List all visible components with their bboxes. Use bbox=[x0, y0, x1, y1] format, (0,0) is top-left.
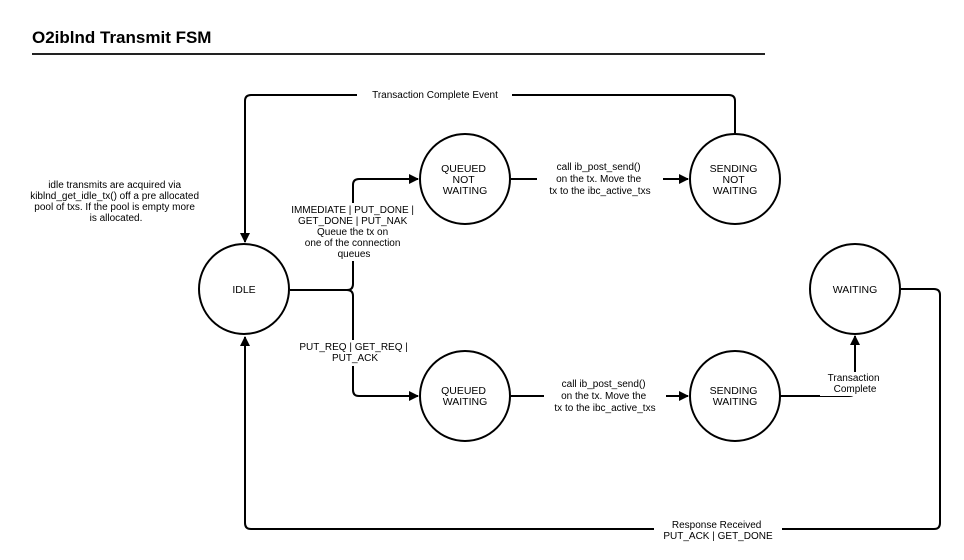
state-queued-not-waiting: QUEUED NOT WAITING bbox=[419, 133, 511, 225]
state-idle: IDLE bbox=[198, 243, 290, 335]
state-circle bbox=[419, 350, 511, 442]
label-bg bbox=[544, 376, 666, 416]
label-transaction-complete: Transaction Complete bbox=[828, 373, 883, 395]
label-idle-note: idle transmits are acquired via kiblnd_g… bbox=[30, 180, 202, 224]
state-label: SENDING NOT WAITING bbox=[710, 163, 761, 197]
label-bg bbox=[820, 372, 890, 396]
label-post-send-top: call ib_post_send() on the tx. Move the … bbox=[549, 162, 650, 197]
label-post-send-bottom: call ib_post_send() on the tx. Move the … bbox=[554, 379, 655, 414]
state-circle bbox=[809, 243, 901, 335]
edge-response-received bbox=[240, 288, 941, 530]
diagram-title: O2iblnd Transmit FSM bbox=[32, 28, 212, 47]
title-underline bbox=[32, 53, 765, 55]
state-circle bbox=[689, 350, 781, 442]
label-bg bbox=[283, 203, 425, 261]
label-bg bbox=[292, 340, 418, 366]
label-bg bbox=[654, 519, 782, 541]
label-transaction-complete-event: Transaction Complete Event bbox=[372, 90, 498, 101]
label-put-req-get-req: PUT_REQ | GET_REQ | PUT_ACK bbox=[299, 342, 410, 364]
state-circle bbox=[198, 243, 290, 335]
state-sending-not-waiting: SENDING NOT WAITING bbox=[689, 133, 781, 225]
state-label: WAITING bbox=[833, 284, 878, 296]
state-sending-waiting: SENDING WAITING bbox=[689, 350, 781, 442]
state-waiting: WAITING bbox=[809, 243, 901, 335]
state-circle bbox=[419, 133, 511, 225]
state-label: QUEUED WAITING bbox=[441, 385, 489, 408]
state-queued-waiting: QUEUED WAITING bbox=[419, 350, 511, 442]
state-label: QUEUED NOT WAITING bbox=[441, 163, 489, 197]
label-bg bbox=[537, 160, 663, 198]
label-response-received: Response Received PUT_ACK | GET_DONE bbox=[663, 520, 773, 542]
state-label: IDLE bbox=[232, 284, 255, 296]
label-bg bbox=[357, 88, 512, 101]
state-label: SENDING WAITING bbox=[710, 385, 761, 408]
label-immediate-put-done: IMMEDIATE | PUT_DONE | GET_DONE | PUT_NA… bbox=[291, 205, 417, 260]
state-circle bbox=[689, 133, 781, 225]
